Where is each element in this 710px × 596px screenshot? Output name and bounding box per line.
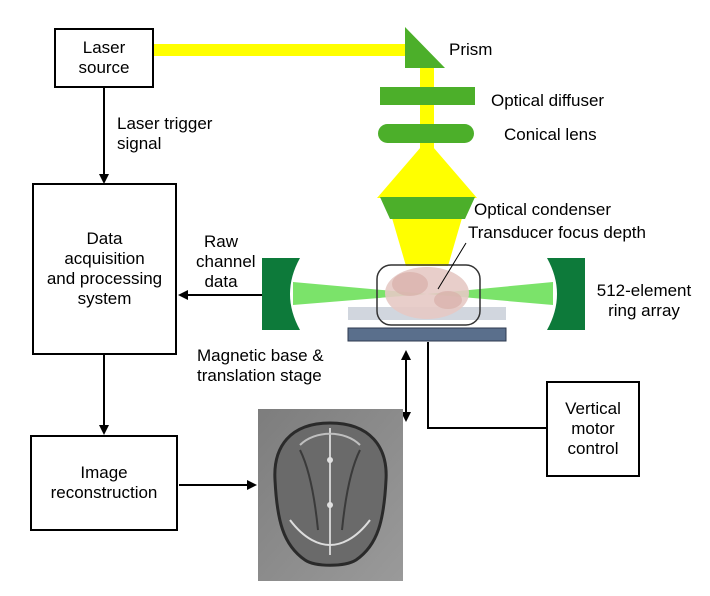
laser-source-box: Laser source: [54, 28, 154, 88]
conical-lens-label: Conical lens: [504, 125, 597, 144]
conical-lens: [378, 124, 474, 143]
transducer-focus-label: Transducer focus depth: [468, 223, 646, 242]
magnetic-base-label: Magnetic base & translation stage: [197, 346, 324, 385]
ultrasound-beam-left: [293, 282, 427, 305]
ring-array-left: [262, 258, 300, 330]
prism-icon: [405, 27, 445, 68]
data-acquisition-box: Data acquisition and processing system: [32, 183, 177, 355]
image-reconstruction-box: Image reconstruction: [30, 435, 178, 531]
raw-channel-data-label: Raw channel data: [196, 232, 256, 291]
mouse-body-detail: [392, 272, 428, 296]
ultrasound-beam-right: [427, 282, 553, 305]
sample-container: [376, 264, 481, 326]
laser-beam-horizontal: [152, 44, 414, 56]
vertical-motor-control-box: Vertical motor control: [546, 381, 640, 477]
magnetic-base: [347, 327, 507, 342]
optical-condenser: [380, 197, 475, 219]
optical-diffuser-label: Optical diffuser: [491, 91, 605, 110]
motor-control-connector: [427, 342, 546, 429]
mouse-head-detail: [434, 291, 462, 309]
optical-diffuser: [380, 87, 475, 105]
condensed-beam: [392, 218, 462, 266]
laser-trigger-label: Laser trigger signal: [117, 114, 213, 153]
reconstructed-brain-image: [258, 409, 403, 581]
ring-array-label: 512-element ring array: [596, 281, 692, 320]
optical-condenser-label: Optical condenser: [474, 200, 612, 219]
focus-depth-pointer: [437, 242, 467, 290]
prism-label: Prism: [449, 40, 493, 59]
ring-array-right: [547, 258, 585, 330]
conical-beam: [377, 140, 477, 198]
